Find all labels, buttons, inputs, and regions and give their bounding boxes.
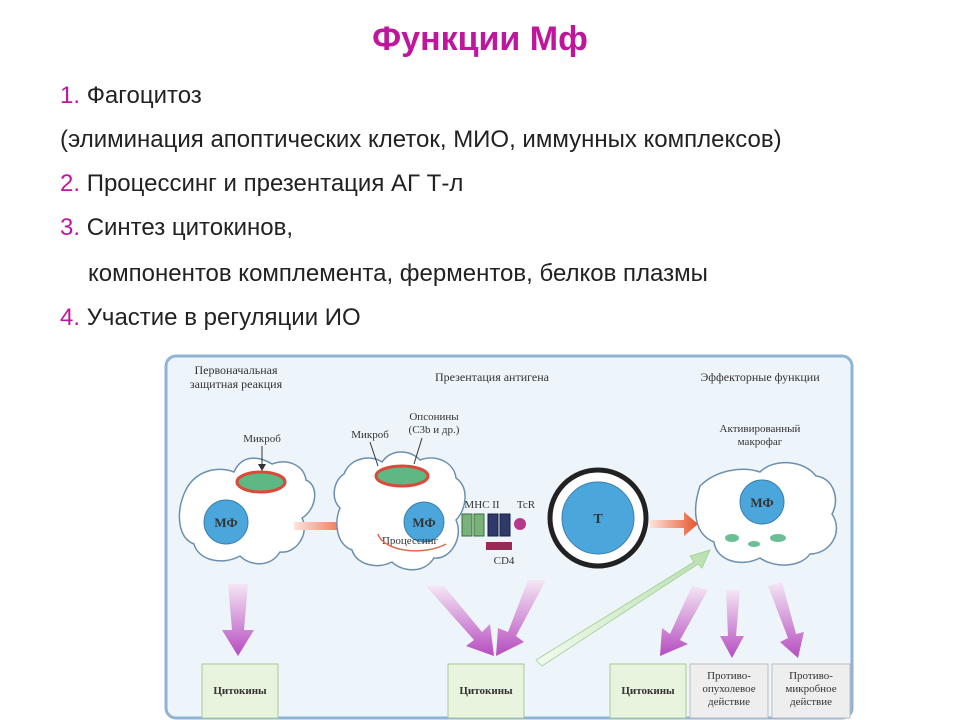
item-text: компонентов комплемента, ферментов, белк… (88, 260, 708, 287)
tcr-label: TcR (517, 499, 536, 511)
mf-label-2: МФ (412, 515, 435, 530)
item-text: Синтез цитокинов, (86, 214, 294, 241)
box-label: Цитокины (213, 685, 267, 697)
arrow-down-2 (426, 586, 494, 656)
microbe-label-1: Микроб (243, 433, 281, 445)
t-lymphocyte: Т (547, 467, 649, 569)
mf-label-3: МФ (750, 495, 773, 510)
cd4-label: CD4 (494, 555, 515, 567)
activated-macrophage: МФ Активированный макрофаг (694, 423, 838, 566)
opsonins-label-line-1: Опсонины (409, 411, 459, 423)
activated-label-line-2: макрофаг (738, 436, 783, 448)
arrow-to-activation (650, 512, 698, 536)
arrow-down-1 (222, 584, 254, 656)
box-label-line-3: действие (790, 696, 832, 708)
box-label-line-3: действие (708, 696, 750, 708)
function-item-3: 3. Синтез цитокинов, (60, 214, 293, 242)
function-item-4: 4. Участие в регуляции ИО (60, 304, 361, 332)
section-effector: Эффекторные функции (700, 370, 820, 384)
output-box-cytokines-3: Цитокины (609, 663, 687, 719)
arrow-down-3 (496, 580, 546, 656)
section-presentation: Презентация антигена (435, 370, 550, 384)
macrophage-functions-diagram: Первоначальная защитная реакция Презента… (164, 354, 854, 720)
function-item-2: 2. Процессинг и презентация АГ Т-л (60, 170, 463, 198)
function-item-1-detail: (элиминация апоптических клеток, МИО, им… (60, 126, 782, 154)
function-item-1: 1. Фагоцитоз (60, 82, 202, 110)
item-text: Участие в регуляции ИО (86, 304, 361, 331)
arrow-down-5 (720, 590, 744, 658)
box-label: Цитокины (621, 685, 675, 697)
output-box-antimicrobial: Противо- микробное действие (771, 663, 851, 719)
box-label-line-2: опухолевое (702, 683, 755, 695)
processing-label: Процессинг (382, 535, 439, 547)
function-item-3-detail: компонентов комплемента, ферментов, белк… (88, 260, 708, 288)
macrophage-cell-1: МФ Микроб (178, 433, 316, 565)
activated-label-line-1: Активированный (720, 423, 801, 435)
output-box-antitumor: Противо- опухолевое действие (689, 663, 769, 719)
macrophage-nucleus (403, 501, 445, 543)
cytokine-feedback-arrow (535, 549, 711, 667)
section-primary-line-2: защитная реакция (190, 377, 283, 391)
item-number: 2. (60, 170, 81, 197)
opsonins-label-line-2: (С3b и др.) (409, 424, 460, 436)
arrow-down-6 (768, 582, 804, 658)
macrophage-cell-2: МФ Микроб Опсонины (С3b и др.) Процессин… (333, 411, 466, 571)
item-number: 4. (60, 304, 81, 331)
opsonized-microbe (374, 464, 430, 488)
box-label-line-1: Противо- (789, 670, 833, 682)
section-primary-line-1: Первоначальная (194, 363, 278, 377)
mf-label-1: МФ (214, 515, 237, 530)
t-cell-label: Т (593, 512, 603, 527)
item-number: 1. (60, 82, 81, 109)
microbe-label-2: Микроб (351, 429, 389, 441)
output-box-cytokines-1: Цитокины (201, 663, 279, 719)
arrow-down-4 (660, 586, 708, 656)
mhc-label: MHC II (464, 499, 499, 511)
item-text: Фагоцитоз (86, 82, 202, 109)
item-text: (элиминация апоптических клеток, МИО, им… (60, 126, 782, 153)
mhc-tcr-complex: MHC II TcR CD4 (461, 499, 536, 567)
page-title: Функции Мф (372, 20, 588, 58)
box-label: Цитокины (459, 685, 513, 697)
output-box-cytokines-2: Цитокины (447, 663, 525, 719)
box-label-line-2: микробное (785, 683, 836, 695)
microbe-ellipse (235, 470, 287, 494)
item-text: Процессинг и презентация АГ Т-л (86, 170, 464, 197)
macrophage-nucleus (203, 499, 249, 545)
macrophage-nucleus (739, 479, 785, 525)
item-number: 3. (60, 214, 81, 241)
box-label-line-1: Противо- (707, 670, 751, 682)
